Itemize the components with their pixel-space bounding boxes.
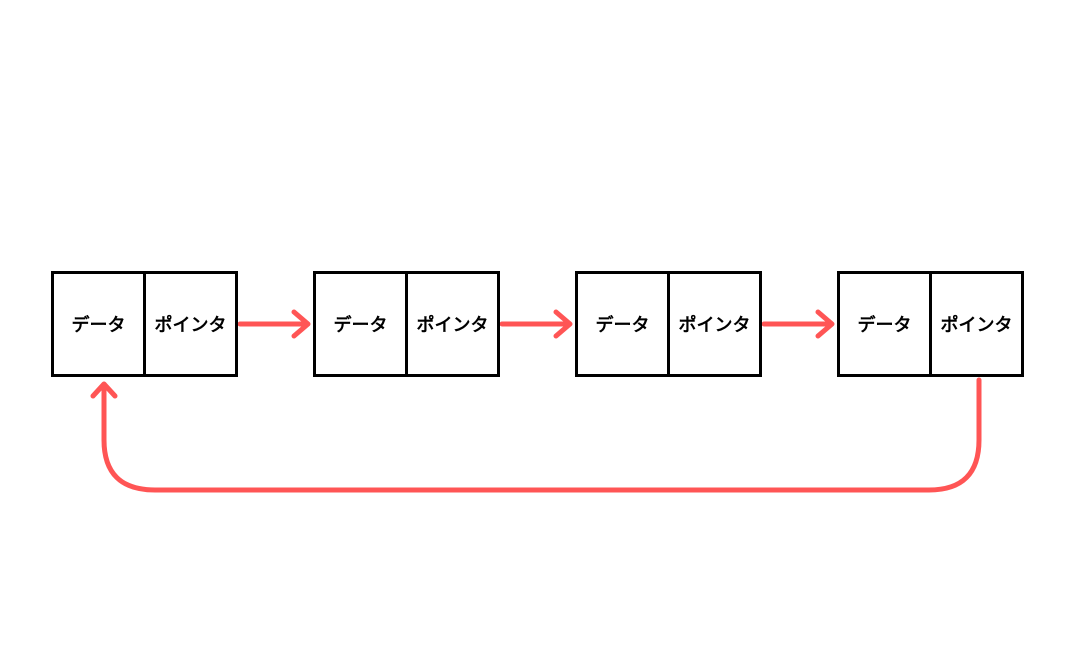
pointer-cell: ポインタ bbox=[678, 315, 751, 336]
list-node-1: データ ポインタ bbox=[51, 271, 238, 377]
data-cell: データ bbox=[316, 274, 408, 374]
arrow-node2-to-node3 bbox=[499, 309, 573, 339]
arrow-node1-to-node2 bbox=[237, 309, 311, 339]
pointer-cell: ポインタ bbox=[416, 315, 489, 336]
pointer-cell: ポインタ bbox=[154, 315, 227, 336]
arrow-node4-to-node1-loop bbox=[90, 377, 982, 493]
pointer-cell: ポインタ bbox=[940, 315, 1013, 336]
data-cell: データ bbox=[840, 274, 932, 374]
data-cell: データ bbox=[578, 274, 670, 374]
list-node-4: データ ポインタ bbox=[837, 271, 1024, 377]
arrow-node3-to-node4 bbox=[761, 309, 835, 339]
list-node-2: データ ポインタ bbox=[313, 271, 500, 377]
list-node-3: データ ポインタ bbox=[575, 271, 762, 377]
data-cell: データ bbox=[54, 274, 146, 374]
